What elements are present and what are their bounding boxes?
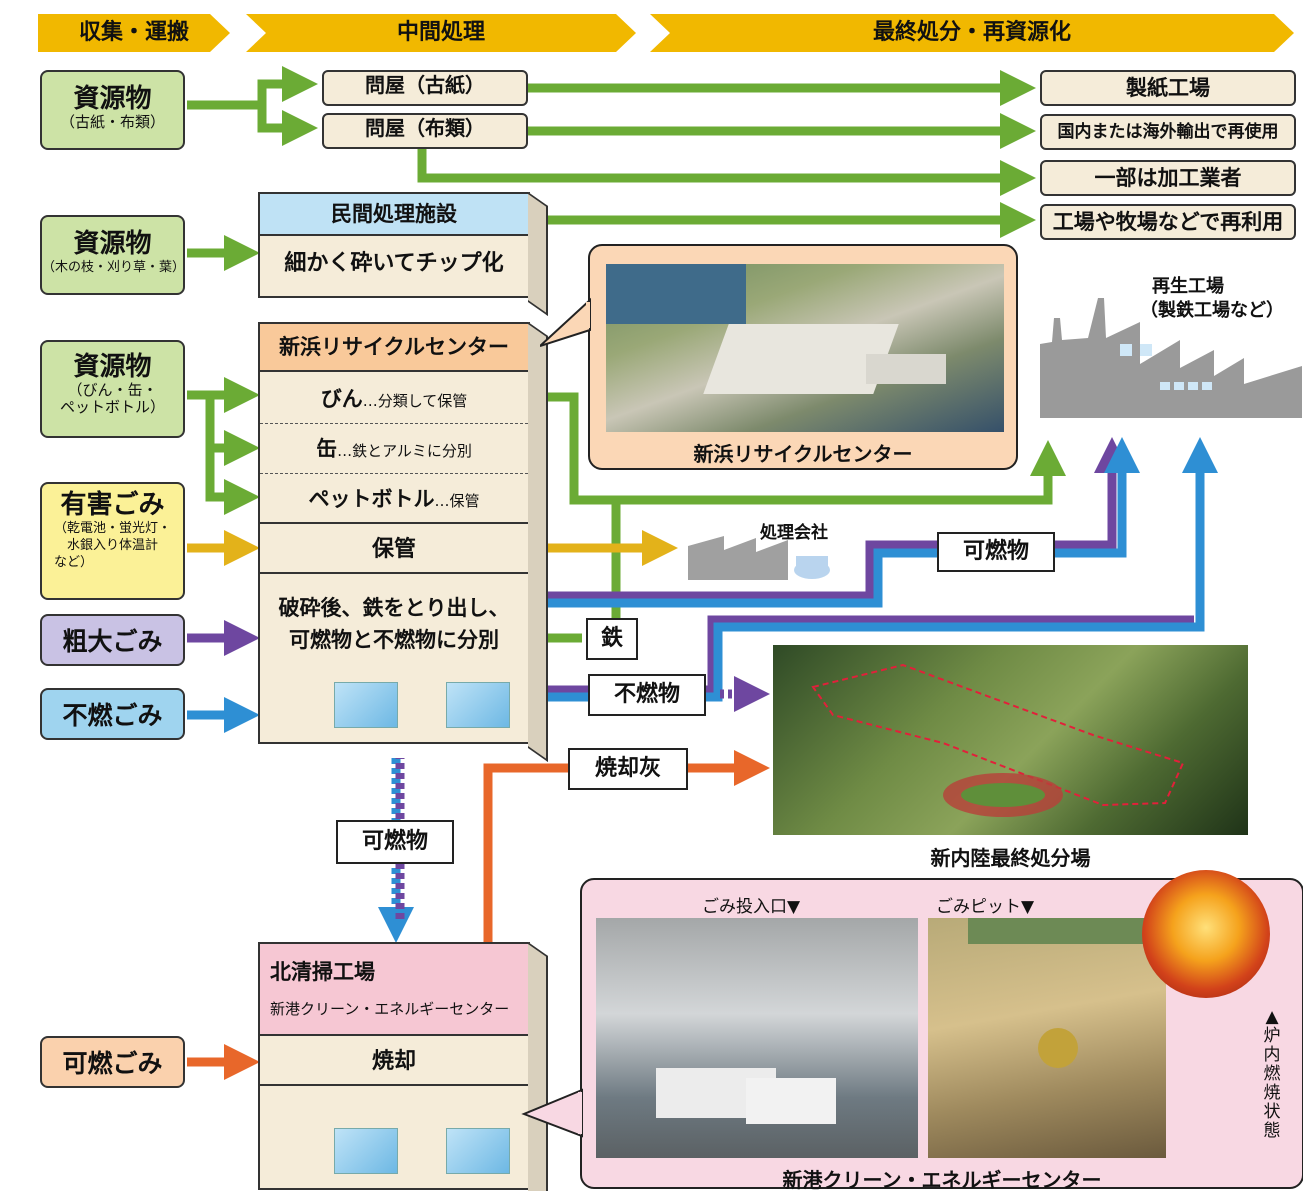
incinerator-subtitle: 新港クリーン・エネルギーセンター [270,1000,510,1018]
building-window [334,1128,398,1174]
arrow-bottles-branch [187,390,260,515]
pit-photo [928,918,1166,1158]
label-noncombustible: 不燃物 [588,674,706,716]
pet-note: …保管 [434,492,480,510]
label-combustible-down: 可燃物 [336,820,454,864]
crush-line-1: 破砕後、鉄をとり出し、 [278,596,510,620]
processing-company-icon [688,536,830,580]
source-title: 資源物 [73,84,152,114]
source-combustible: 可燃ごみ [40,1036,185,1088]
output-farm-reuse: 工場や牧場などで再利用 [1040,204,1296,240]
source-sub: ペットボトル） [59,398,165,416]
regen-factory-label-2: （製鉄工場など） [1140,300,1284,321]
pit-label: ごみピット▼ [936,897,1035,917]
can-note: …鉄とアルミに分別 [337,442,472,460]
output-paper-mill: 製紙工場 [1040,70,1296,106]
source-branches: 資源物 （木の枝・刈り草・葉） [40,215,185,295]
incinerator-process: 焼却 [260,1038,528,1086]
landfill-caption: 新内陸最終処分場 [930,846,1091,870]
intake-label: ごみ投入口▼ [702,897,801,917]
furnace-label: ▲炉内燃焼状態 [1263,1007,1281,1141]
recycle-center-title: 新浜リサイクルセンター [260,324,528,372]
callout-pointer [521,1088,583,1138]
crush-line-2: 可燃物と不燃物に分別 [289,628,499,652]
source-sub: （古紙・布類） [59,113,165,131]
source-noncombustible: 不燃ごみ [40,688,185,740]
header-intermediate: 中間処理 [246,14,636,52]
wholesaler-cloth: 問屋（布類） [322,113,528,149]
header-collection: 収集・運搬 [38,14,230,52]
row-pet: ペットボトル…保管 [260,474,528,524]
furnace-photo [1142,870,1270,998]
header-final: 最終処分・再資源化 [650,14,1294,52]
building-window [446,1128,510,1174]
source-sub: （乾電池・蛍光灯・ [53,521,171,536]
private-facility: 民間処理施設 細かく砕いてチップ化 [258,192,530,298]
pet-label: ペットボトル [308,487,435,511]
wholesaler-paper: 問屋（古紙） [322,70,528,106]
private-facility-title: 民間処理施設 [260,194,528,236]
row-storage: 保管 [260,526,528,574]
bottle-label: びん [320,387,363,411]
label-combustible-top: 可燃物 [937,532,1055,572]
row-bottle: びん…分類して保管 [260,374,528,424]
source-sub: 水銀入り体温計 [66,538,158,553]
incinerator-header: 北清掃工場 新港クリーン・エネルギーセンター [260,944,528,1036]
building-window [334,682,398,728]
label-ash: 焼却灰 [568,748,688,790]
callout-pointer [540,297,591,347]
source-sub: （びん・缶・ [67,381,158,399]
landfill-photo [773,645,1248,835]
arrow-cloth-to-processor [417,148,1036,196]
recycle-center-photo [606,264,1004,432]
source-bottles-cans: 資源物 （びん・缶・ ペットボトル） [40,340,185,438]
arrow-cloth-to-wholesaler [257,105,318,146]
can-label: 缶 [316,437,338,461]
source-sub: など） [54,555,94,570]
building-window [446,682,510,728]
source-bulky: 粗大ごみ [40,614,185,666]
regen-factory-label-1: 再生工場 [1152,276,1224,297]
processing-company-label: 処理会社 [760,523,828,543]
output-reuse: 国内または海外輸出で再使用 [1040,114,1296,150]
bottle-note: …分類して保管 [362,392,468,410]
label-iron: 鉄 [586,618,638,660]
source-title: 資源物 [73,229,152,259]
source-title: 有害ごみ [60,490,165,520]
factory-icon [1040,298,1302,418]
source-sub: （木の枝・刈り草・葉） [42,260,186,275]
source-paper-cloth: 資源物 （古紙・布類） [40,70,185,150]
incinerator-title: 北清掃工場 [270,960,375,984]
output-processor: 一部は加工業者 [1040,160,1296,196]
recycle-center-photo-card: 新浜リサイクルセンター [588,244,1018,470]
row-can: 缶…鉄とアルミに分別 [260,424,528,474]
intake-photo [596,918,918,1158]
energy-center-caption: 新港クリーン・エネルギーセンター [782,1168,1102,1191]
source-hazardous: 有害ごみ （乾電池・蛍光灯・ 水銀入り体温計 など） [40,482,185,600]
incinerator: 北清掃工場 新港クリーン・エネルギーセンター 焼却 [258,942,530,1190]
recycle-center: 新浜リサイクルセンター びん…分類して保管 缶…鉄とアルミに分別 ペットボトル…… [258,322,530,744]
recycle-center-caption: 新浜リサイクルセンター [693,442,913,466]
arrow-paper-to-wholesaler [187,66,318,110]
source-title: 資源物 [73,352,152,382]
private-facility-body: 細かく砕いてチップ化 [284,251,504,276]
